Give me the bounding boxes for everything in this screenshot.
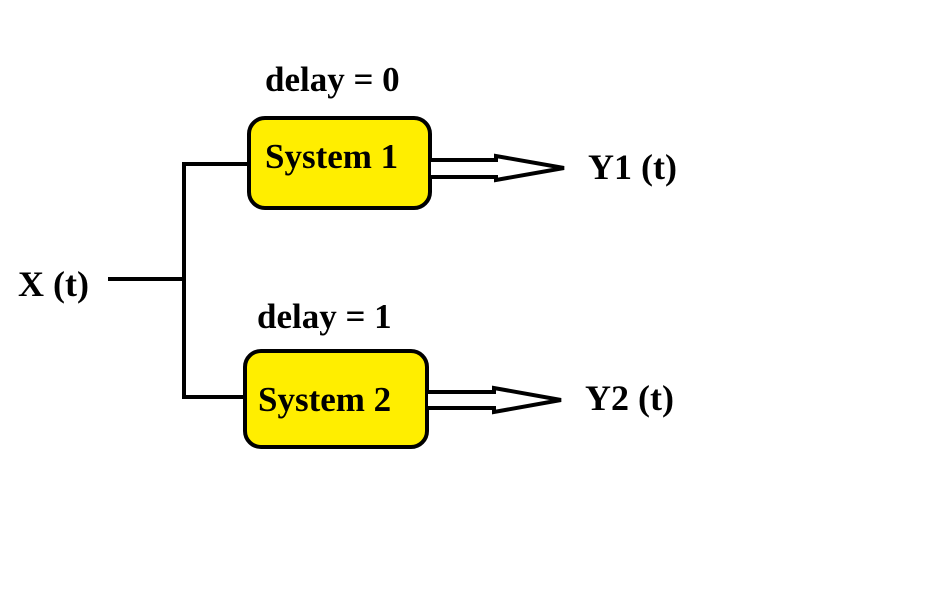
system-1-box <box>247 116 432 210</box>
system-1-output-label: Y1 (t) <box>588 147 677 187</box>
system-2-delay-label: delay = 1 <box>257 297 392 336</box>
system-2-output-arrow <box>428 385 562 415</box>
system-2-box <box>243 349 429 449</box>
system-2-label: System 2 <box>258 380 391 419</box>
system-1-delay-label: delay = 0 <box>265 60 400 99</box>
input-label: X (t) <box>18 264 89 304</box>
system-2-output-label: Y2 (t) <box>585 378 674 418</box>
system-1-output-arrow <box>431 153 565 183</box>
system-1-label: System 1 <box>265 137 398 176</box>
